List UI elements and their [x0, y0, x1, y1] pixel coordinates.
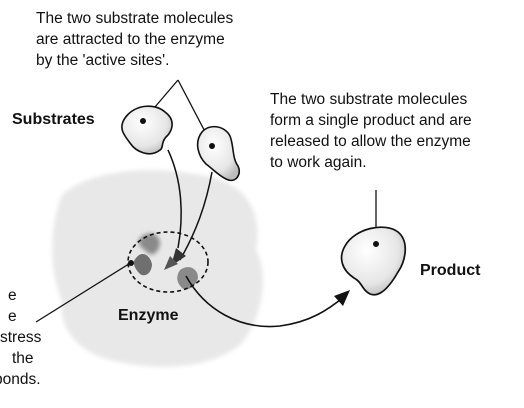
top-note: The two substrate molecules are attracte… [36, 8, 233, 71]
product-label: Product [420, 260, 480, 281]
right-note-line: form a single product and are [270, 110, 472, 131]
substrate-molecule-2 [198, 127, 240, 181]
left-note-line: e [0, 285, 41, 306]
top-note-line: are attracted to the enzyme [36, 29, 233, 50]
right-note-line: to work again. [270, 152, 472, 173]
substrate-2-active-site [209, 143, 215, 149]
enzyme-body [52, 170, 263, 367]
enzyme-label: Enzyme [118, 305, 178, 326]
substrate-molecule-1 [122, 106, 172, 154]
right-note: The two substrate molecules form a singl… [270, 89, 472, 173]
active-site-dot [128, 260, 134, 266]
left-note: e e stress the bonds. [0, 285, 41, 390]
top-note-line: by the 'active sites'. [36, 50, 233, 71]
left-note-line: the [0, 348, 41, 369]
left-note-line: stress [0, 327, 41, 348]
left-note-line: bonds. [0, 369, 41, 390]
left-note-line: e [0, 306, 41, 327]
product-dot [373, 241, 379, 247]
right-note-line: released to allow the enzyme [270, 131, 472, 152]
top-note-line: The two substrate molecules [36, 8, 233, 29]
substrate-1-active-site [140, 118, 146, 124]
right-note-line: The two substrate molecules [270, 89, 472, 110]
substrates-label: Substrates [12, 109, 95, 130]
product-molecule [342, 227, 406, 295]
